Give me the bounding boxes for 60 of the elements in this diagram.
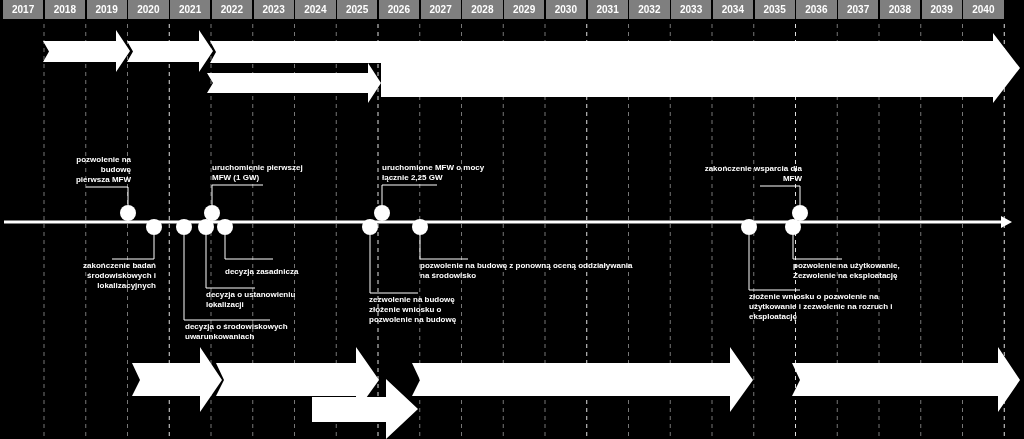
year-header: 2022	[211, 0, 252, 19]
milestone-dot	[217, 219, 233, 235]
milestone-label: decyzja zasadnicza	[225, 267, 300, 277]
leader-line	[748, 234, 801, 291]
milestone-label: uruchomienie pierwszej MFW (1 GW)	[212, 163, 304, 183]
leader-line	[211, 184, 264, 206]
milestone-label: decyzja o ustanowieniu lokalizacji	[206, 290, 297, 310]
milestone-label: uruchomione MFW o mocy łącznie 2,25 GW	[382, 163, 486, 183]
year-header: 2026	[378, 0, 419, 19]
milestone-dot	[374, 205, 390, 221]
year-header: 2025	[337, 0, 378, 19]
milestone-dot	[792, 205, 808, 221]
year-header: 2020	[128, 0, 169, 19]
milestone-dot	[741, 219, 757, 235]
year-header: 2039	[921, 0, 962, 19]
leader-line	[111, 234, 155, 260]
year-header: 2035	[754, 0, 795, 19]
milestone-dot	[204, 205, 220, 221]
leader-line	[205, 234, 256, 289]
leader-line	[183, 234, 271, 321]
milestone-label: pozwolenie na użytkowanie, Zezwolenie na eksploatację	[793, 261, 901, 281]
year-header: 2038	[879, 0, 920, 19]
milestone-label: zezwolenie na budowę złożenie wniosku o pozwolenie na budowę	[369, 295, 458, 325]
year-header: 2034	[712, 0, 753, 19]
year-header: 2031	[587, 0, 628, 19]
year-header: 2032	[629, 0, 670, 19]
milestone-dot	[120, 205, 136, 221]
year-header: 2040	[963, 0, 1004, 19]
year-header: 2037	[838, 0, 879, 19]
leader-line	[381, 184, 438, 206]
milestone-dot	[412, 219, 428, 235]
year-header: 2029	[504, 0, 545, 19]
year-header: 2021	[170, 0, 211, 19]
milestone-label: złożenie wniosku o pozwolenie na użytkowanie i zezwolenie na rozruch i eksploatację	[749, 292, 894, 322]
leader-line	[419, 234, 469, 260]
milestone-dot	[146, 219, 162, 235]
milestone-dot	[362, 219, 378, 235]
year-header: 2023	[253, 0, 294, 19]
year-header: 2024	[295, 0, 336, 19]
year-header: 2030	[545, 0, 586, 19]
leader-line	[759, 185, 801, 206]
leader-line	[792, 234, 843, 260]
milestone-label: zakończenie wsparcia dla MFW	[703, 164, 802, 184]
leader-line	[224, 234, 274, 260]
milestone-label: zakończenie badań środowiskowych i lokalizacyjnych	[82, 261, 156, 291]
year-header: 2028	[462, 0, 503, 19]
milestone-label: decyzja o środowiskowych uwarunkowaniach	[185, 322, 289, 342]
year-header: 2027	[420, 0, 461, 19]
leader-line	[369, 234, 419, 294]
milestone-dot	[198, 219, 214, 235]
milestone-label: pozwolenie na budowę pierwsza MFW	[74, 155, 131, 185]
milestone-dot	[785, 219, 801, 235]
year-header: 2036	[796, 0, 837, 19]
milestone-label: pozwolenie na budowę z ponowną oceną oddziaływania na środowisko	[420, 261, 634, 281]
milestone-dot	[176, 219, 192, 235]
year-header: 2019	[86, 0, 127, 19]
leader-line	[85, 186, 129, 206]
year-header: 2017	[3, 0, 44, 19]
year-header: 2033	[671, 0, 712, 19]
year-header: 2018	[44, 0, 85, 19]
